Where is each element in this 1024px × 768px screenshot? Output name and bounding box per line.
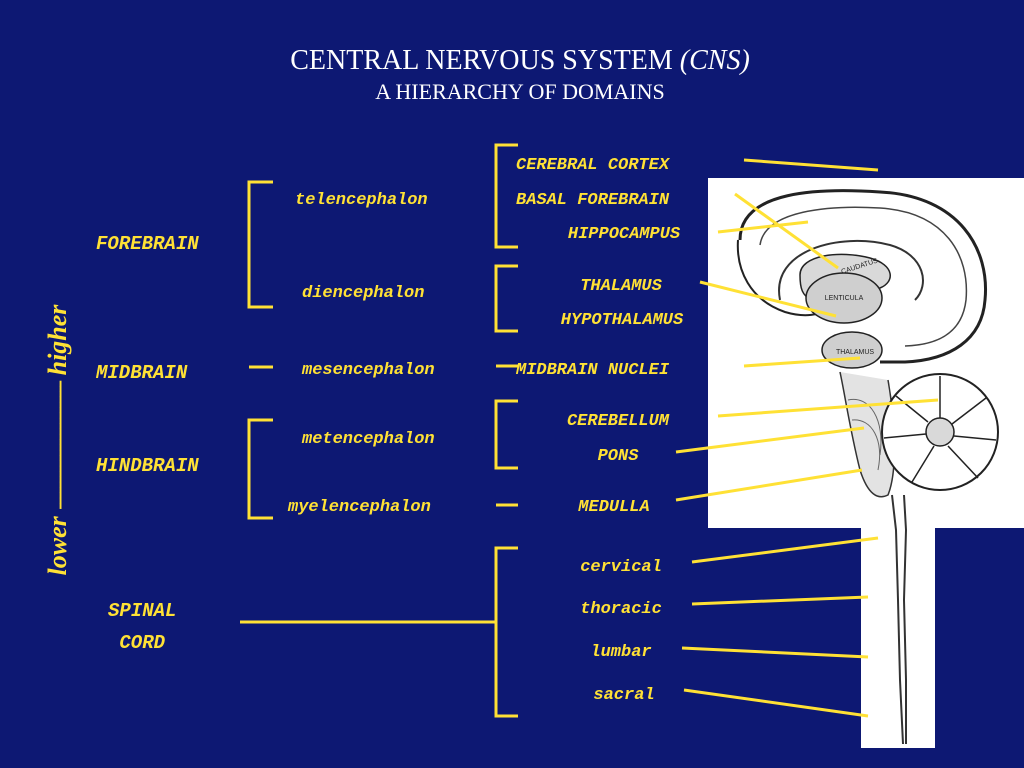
label-midbrain-nuclei: MIDBRAIN NUCLEI (516, 361, 670, 380)
label-hippocampus: HIPPOCAMPUS (567, 225, 681, 244)
pons-stripe-2 (851, 419, 880, 471)
pointer-lumbar (681, 646, 869, 659)
label-cervical: cervical (580, 558, 662, 577)
label-hindbrain: HINDBRAIN (96, 455, 199, 477)
pointer-thalamus (699, 280, 837, 318)
spinal-cord-right (902, 494, 908, 744)
metencephalon-bracket (494, 399, 518, 470)
pointer-thoracic (691, 595, 869, 606)
label-myelencephalon: myelencephalon (288, 498, 431, 517)
spinal-cord-left (891, 494, 904, 745)
thalamus-shape-label: THALAMUS (836, 349, 874, 356)
label-lumbar: lumbar (590, 643, 652, 662)
hindbrain-bracket (247, 418, 273, 520)
label-diencephalon: diencephalon (302, 284, 425, 303)
label-pons: PONS (597, 447, 639, 466)
label-basal-forebrain: BASAL FOREBRAIN (516, 191, 670, 210)
label-medulla: MEDULLA (578, 498, 650, 517)
page-subtitle: A HIERARCHY OF DOMAINS (375, 79, 665, 104)
pointer-sacral (683, 688, 869, 718)
cortex-outline (738, 189, 988, 364)
label-metencephalon: metencephalon (302, 430, 435, 449)
pointer-cervical (691, 536, 879, 564)
pointer-basal-forebrain (734, 192, 839, 270)
lenticula-label: LENTICULA (825, 295, 864, 302)
callosum-outline (778, 239, 924, 301)
forebrain-bracket (247, 180, 273, 309)
label-midbrain: MIDBRAIN (96, 362, 188, 384)
spinal-line-1: SPINAL (108, 600, 177, 622)
pointer-cerebellum (717, 398, 939, 418)
label-thoracic: thoracic (580, 600, 662, 619)
label-forebrain: FOREBRAIN (96, 233, 199, 255)
pointer-cerebral-cortex (743, 158, 879, 172)
cortex-inner-outline (759, 206, 968, 347)
spinal-line-2: CORD (119, 632, 166, 654)
pointer-hippocampus (717, 220, 809, 234)
label-spinal-cord: SPINAL CORD (108, 595, 176, 659)
cerebellum-folia (883, 376, 997, 483)
label-cerebral-cortex: CEREBRAL CORTEX (516, 156, 670, 175)
label-cerebellum: CEREBELLUM (566, 412, 670, 431)
label-mesencephalon: mesencephalon (302, 361, 435, 380)
pointer-midbrain-nuclei (743, 356, 861, 368)
pointer-medulla (675, 468, 863, 502)
pons-stripe-1 (847, 398, 882, 456)
title-block: CENTRAL NERVOUS SYSTEM (CNS) A HIERARCHY… (0, 44, 1024, 106)
diencephalon-bracket (494, 264, 518, 333)
label-thalamus: THALAMUS (580, 277, 662, 296)
label-sacral: sacral (593, 686, 655, 705)
label-telencephalon: telencephalon (295, 191, 428, 210)
spinal-bracket (494, 546, 518, 718)
title-main: CENTRAL NERVOUS SYSTEM (290, 45, 673, 76)
label-hypothalamus: HYPOTHALAMUS (560, 311, 684, 330)
page-title: CENTRAL NERVOUS SYSTEM (CNS) (0, 44, 1024, 78)
lenticula-shape (805, 272, 883, 324)
title-italic: (CNS) (679, 45, 750, 76)
pointer-pons (675, 426, 865, 454)
telencephalon-bracket (494, 143, 518, 249)
